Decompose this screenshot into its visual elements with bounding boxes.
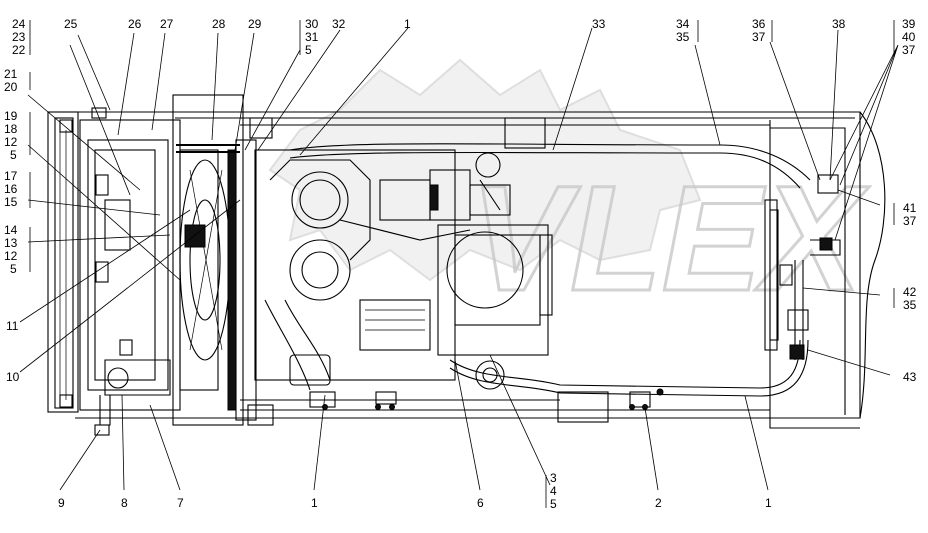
callout-38: 38 [832,17,846,31]
callout-18: 18 [4,122,18,136]
callout-1-bottom-a: 1 [311,496,318,510]
radiator-assembly [47,107,181,436]
callout-20: 20 [4,80,18,94]
callouts-left: 21 20 19 18 12 5 17 16 15 14 13 12 5 11 … [4,67,20,384]
callout-37-top: 37 [752,30,766,44]
callout-9: 9 [58,496,65,510]
callout-40: 40 [902,30,916,44]
callout-34: 34 [676,17,690,31]
callout-1-bottom-b: 1 [765,496,772,510]
callout-3: 3 [550,471,557,485]
callout-36: 36 [752,17,766,31]
callout-42: 42 [903,285,917,299]
air-cleaner [437,224,553,390]
watermark-logo: VLEX [268,58,871,324]
callout-22: 22 [12,43,26,57]
callout-13: 13 [4,236,18,250]
right-compartment [764,199,793,351]
callout-29: 29 [248,17,262,31]
callout-39: 39 [902,17,916,31]
callout-24: 24 [12,17,26,31]
callout-28: 28 [212,17,226,31]
callout-14: 14 [4,223,18,237]
watermark-text: VLEX [470,154,870,322]
callout-10: 10 [6,370,20,384]
callout-37-right: 37 [903,214,917,228]
callout-23: 23 [12,30,26,44]
callout-26: 26 [128,17,142,31]
callouts-bottom: 9 8 7 1 6 3 4 5 2 1 [58,471,772,511]
callout-5-bottom: 5 [550,497,557,511]
callout-21: 21 [4,67,18,81]
callout-16: 16 [4,182,18,196]
leader-lines [19,20,899,508]
callout-43: 43 [903,370,917,384]
callout-2: 2 [655,496,662,510]
callout-5-a: 5 [10,148,17,162]
callout-35-right: 35 [903,298,917,312]
fan-shroud [172,94,257,426]
callout-27: 27 [160,17,174,31]
callout-5-b: 5 [10,262,17,276]
callout-8: 8 [121,496,128,510]
callout-19: 19 [4,109,18,123]
callout-37-topright: 37 [902,43,916,57]
callout-41: 41 [903,201,917,215]
callout-12-b: 12 [4,249,18,263]
callout-5-top: 5 [305,43,312,57]
callout-11: 11 [6,319,19,333]
callout-31: 31 [305,30,319,44]
callout-25: 25 [64,17,78,31]
callout-33: 33 [592,17,606,31]
frame-rails [75,111,886,429]
callout-4: 4 [550,484,557,498]
callouts-right: 41 37 42 35 43 [903,201,917,384]
callout-7: 7 [177,496,184,510]
callout-32: 32 [332,17,346,31]
callout-17: 17 [4,169,18,183]
callout-15: 15 [4,195,18,209]
callout-35-top: 35 [676,30,690,44]
frame-brackets [247,117,664,426]
callout-1-top: 1 [404,17,411,31]
callout-12-a: 12 [4,135,18,149]
tube-routing [289,143,841,397]
callouts-top: 24 23 22 25 26 27 28 29 30 31 5 32 1 33 … [12,17,916,57]
callout-6: 6 [477,496,484,510]
callout-30: 30 [305,17,319,31]
